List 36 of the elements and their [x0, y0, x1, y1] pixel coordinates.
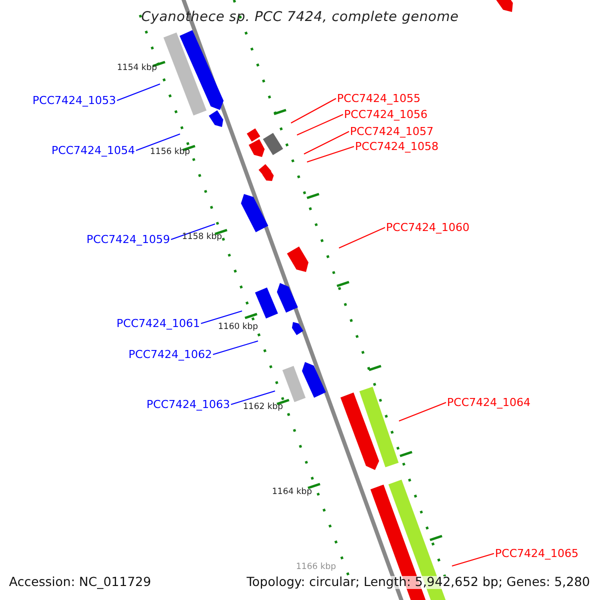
- scale-label: 1162 kbp: [243, 403, 284, 412]
- gene-label: PCC7424_1063: [146, 399, 230, 410]
- leader-line: [398, 402, 446, 422]
- accession-text: Accession: NC_011729: [9, 576, 152, 588]
- scale-label: 1164 kbp: [272, 488, 312, 496]
- gene-label: PCC7424_1064: [447, 397, 530, 408]
- leader-line: [304, 131, 350, 154]
- title: Cyanothece sp. PCC 7424, complete genome: [140, 11, 460, 24]
- scale-label: 1160 kbp: [218, 323, 258, 332]
- gene-label: PCC7424_1062: [128, 349, 212, 360]
- gene-label: PCC7424_1057: [350, 126, 434, 137]
- gene-label: PCC7424_1053: [32, 95, 116, 106]
- leader-line: [200, 310, 242, 324]
- gene-label: PCC7424_1055: [337, 93, 420, 104]
- gene-label: PCC7424_1054: [52, 145, 135, 156]
- leader-line: [230, 390, 276, 405]
- leader-line: [290, 98, 336, 124]
- leader-line: [136, 134, 180, 151]
- gene-label: PCC7424_1065: [495, 548, 578, 559]
- scale-label: 1156 kbp: [150, 148, 190, 156]
- gene-label: PCC7424_1056: [344, 109, 428, 120]
- gene-label: PCC7424_1060: [386, 222, 470, 233]
- leader-line: [212, 340, 258, 355]
- gene-label: PCC7424_1059: [86, 234, 170, 245]
- leader-line: [452, 553, 494, 566]
- scale-label: 1158 kbp: [182, 233, 222, 242]
- leader-line: [338, 227, 386, 248]
- scale-label: 1154 kbp: [117, 64, 158, 72]
- leader-line: [306, 146, 354, 162]
- leader-line: [296, 114, 344, 136]
- gene-label: PCC7424_1058: [355, 141, 438, 152]
- leader-line: [116, 84, 160, 101]
- scale-label: 1166 kbp: [296, 563, 336, 572]
- leader-line: [170, 224, 216, 240]
- gene-label: PCC7424_1061: [116, 318, 200, 329]
- genome-info-text: Topology: circular; Length: 5,942,652 bp; Genes: 5,280: [246, 576, 590, 588]
